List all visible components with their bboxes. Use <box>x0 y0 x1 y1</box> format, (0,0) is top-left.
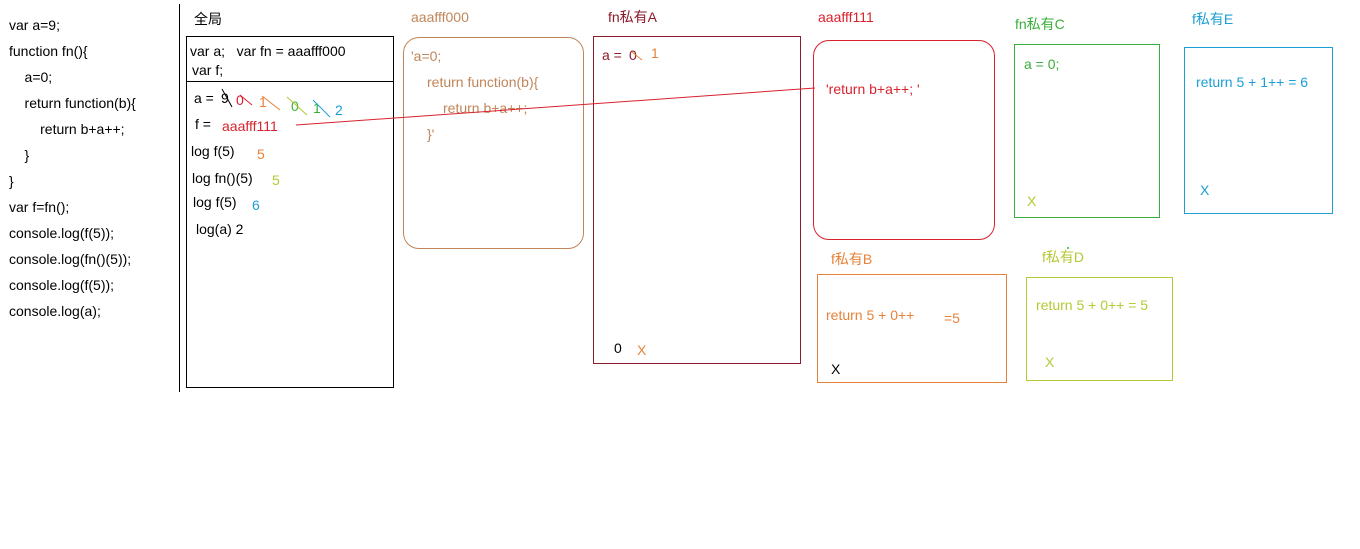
global-title: 全局 <box>194 11 222 27</box>
scope-a-title: fn私有A <box>608 9 658 25</box>
scope-d-box <box>1026 277 1173 381</box>
scope-c-box <box>1014 44 1160 218</box>
scope-b-result: =5 <box>944 310 960 326</box>
heap-fn-title: aaafff000 <box>411 9 469 25</box>
scope-b-content: return 5 + 0++ <box>826 307 915 323</box>
code-line: return b+a++; <box>9 121 125 137</box>
scope-c-content: a = 0; <box>1024 56 1060 72</box>
code-line: console.log(a); <box>9 303 101 319</box>
global-a-value-3: 0 <box>291 98 299 114</box>
global-f-label: f = <box>195 116 211 132</box>
scope-a-mark: X <box>637 342 647 358</box>
scope-a-label: a = <box>602 47 622 63</box>
global-scope-box <box>186 36 394 388</box>
global-a-value-1: 0 <box>236 92 244 108</box>
code-line: console.log(f(5)); <box>9 225 115 241</box>
scope-b-box <box>817 274 1007 383</box>
scope-b-mark: X <box>831 361 841 377</box>
heap-fn-line: return function(b){ <box>427 74 539 90</box>
scope-a-bottom: 0 <box>614 340 622 356</box>
global-a-value-2: 1 <box>259 94 267 110</box>
global-a-value-4: 1 <box>313 100 321 116</box>
code-line: } <box>9 147 30 163</box>
heap-fn-box <box>403 37 584 249</box>
scope-e-box <box>1184 47 1333 214</box>
code-line: return function(b){ <box>9 95 136 111</box>
code-line: var f=fn(); <box>9 199 70 215</box>
heap-inner-box <box>813 40 995 240</box>
code-line: function fn(){ <box>9 43 88 59</box>
scope-d-title: f私有D <box>1042 249 1084 265</box>
global-log-2-result: 6 <box>252 197 260 213</box>
scope-e-mark: X <box>1200 182 1210 198</box>
global-decl-line1: var a; var fn = aaafff000 <box>190 43 346 59</box>
global-a-value-0: 9 <box>221 90 229 106</box>
global-f-value: aaafff111 <box>222 118 278 134</box>
code-line: } <box>9 173 14 189</box>
scope-a-box <box>593 36 801 364</box>
code-line: var a=9; <box>9 17 60 33</box>
global-scope-separator <box>186 81 394 82</box>
heap-inner-content: 'return b+a++; ' <box>826 81 920 97</box>
scope-c-title: fn私有C <box>1015 16 1065 32</box>
global-log-0-result: 5 <box>257 146 265 162</box>
heap-fn-line: }' <box>427 126 435 142</box>
scope-a-value-0: 0 <box>629 47 637 63</box>
scope-a-value-1: 1 <box>651 45 659 61</box>
global-log-1: log fn()(5) <box>192 170 253 186</box>
global-log-1-result: 5 <box>272 172 280 188</box>
scope-d-mark: X <box>1045 354 1055 370</box>
global-decl-line2: var f; <box>192 62 224 78</box>
global-log-0: log f(5) <box>191 143 235 159</box>
heap-inner-title: aaafff111 <box>818 9 874 25</box>
divider <box>179 4 180 392</box>
scope-e-content: return 5 + 1++ = 6 <box>1196 74 1309 90</box>
scope-d-content: return 5 + 0++ = 5 <box>1036 297 1149 313</box>
global-a-label: a = <box>194 90 214 106</box>
global-log-3: log(a) 2 <box>196 221 244 237</box>
scope-c-mark: X <box>1027 193 1037 209</box>
scope-e-title: f私有E <box>1192 11 1234 27</box>
global-a-value-5: 2 <box>335 102 343 118</box>
code-line: console.log(f(5)); <box>9 277 115 293</box>
code-line: a=0; <box>9 69 53 85</box>
global-log-2: log f(5) <box>193 194 237 210</box>
scope-b-title: f私有B <box>831 251 873 267</box>
heap-fn-line: 'a=0; <box>411 48 442 64</box>
heap-fn-line: return b+a++; <box>443 100 528 116</box>
code-line: console.log(fn()(5)); <box>9 251 132 267</box>
